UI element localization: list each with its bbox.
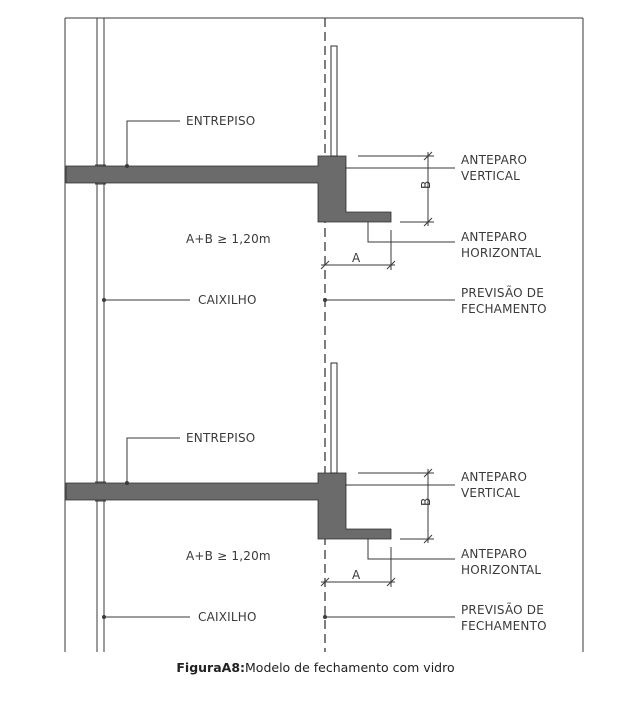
figure-caption: FiguraA8:Modelo de fechamento com vidro (0, 660, 631, 675)
glass-rail-1 (330, 45, 338, 157)
caixilho-dot-2 (102, 615, 106, 619)
dim-b-tick-bottom-2 (423, 534, 433, 544)
level-2: ENTREPISO ANTEPARO VERTICAL B ANTEPARO H… (65, 362, 547, 633)
anteparo-horizontal-leader-1 (367, 222, 455, 243)
entrepiso-leader-2 (126, 437, 180, 483)
entrepiso-label-2: ENTREPISO (186, 431, 255, 445)
dim-b-tick-top-2 (423, 468, 433, 478)
previsao-label-1a: PREVISÃO DE (461, 285, 544, 300)
dim-b-tick-bottom-1 (423, 217, 433, 227)
previsao-dot-2 (323, 615, 327, 619)
caption-text: Modelo de fechamento com vidro (245, 660, 455, 675)
entrepiso-dot-2 (125, 481, 129, 485)
slab-2 (65, 472, 392, 540)
dim-a-label-1: A (352, 251, 361, 265)
formula-label-1: A+B ≥ 1,20m (186, 232, 271, 246)
caption-prefix: FiguraA8: (176, 660, 246, 675)
anteparo-vertical-label-1b: VERTICAL (461, 169, 520, 183)
anteparo-vertical-label-2b: VERTICAL (461, 486, 520, 500)
dim-b-label-2: B (419, 498, 433, 506)
anteparo-horizontal-label-1b: HORIZONTAL (461, 246, 541, 260)
previsao-dot-1 (323, 298, 327, 302)
glass-rail-2 (330, 362, 338, 474)
previsao-label-2a: PREVISÃO DE (461, 602, 544, 617)
anteparo-horizontal-leader-2 (367, 539, 455, 560)
dim-a-tick-left-1 (320, 260, 330, 270)
entrepiso-dot-1 (125, 164, 129, 168)
caixilho-label-2: CAIXILHO (198, 610, 257, 624)
slab-1 (65, 155, 392, 223)
anteparo-horizontal-label-2a: ANTEPARO (461, 547, 527, 561)
entrepiso-leader-1 (126, 120, 180, 166)
dim-b-label-1: B (419, 181, 433, 189)
formula-label-2: A+B ≥ 1,20m (186, 549, 271, 563)
dim-a-tick-right-2 (386, 577, 396, 587)
dim-a-tick-right-1 (386, 260, 396, 270)
anteparo-horizontal-label-1a: ANTEPARO (461, 230, 527, 244)
caixilho-dot-1 (102, 298, 106, 302)
dim-a-label-2: A (352, 568, 361, 582)
anteparo-vertical-label-1a: ANTEPARO (461, 153, 527, 167)
entrepiso-label-1: ENTREPISO (186, 114, 255, 128)
caixilho-label-1: CAIXILHO (198, 293, 257, 307)
dim-b-tick-top-1 (423, 151, 433, 161)
anteparo-vertical-label-2a: ANTEPARO (461, 470, 527, 484)
anteparo-horizontal-label-2b: HORIZONTAL (461, 563, 541, 577)
dim-a-tick-left-2 (320, 577, 330, 587)
previsao-label-2b: FECHAMENTO (461, 619, 547, 633)
previsao-label-1b: FECHAMENTO (461, 302, 547, 316)
level-1: ENTREPISO ANTEPARO VERTICAL B ANTEPARO H… (65, 45, 547, 316)
